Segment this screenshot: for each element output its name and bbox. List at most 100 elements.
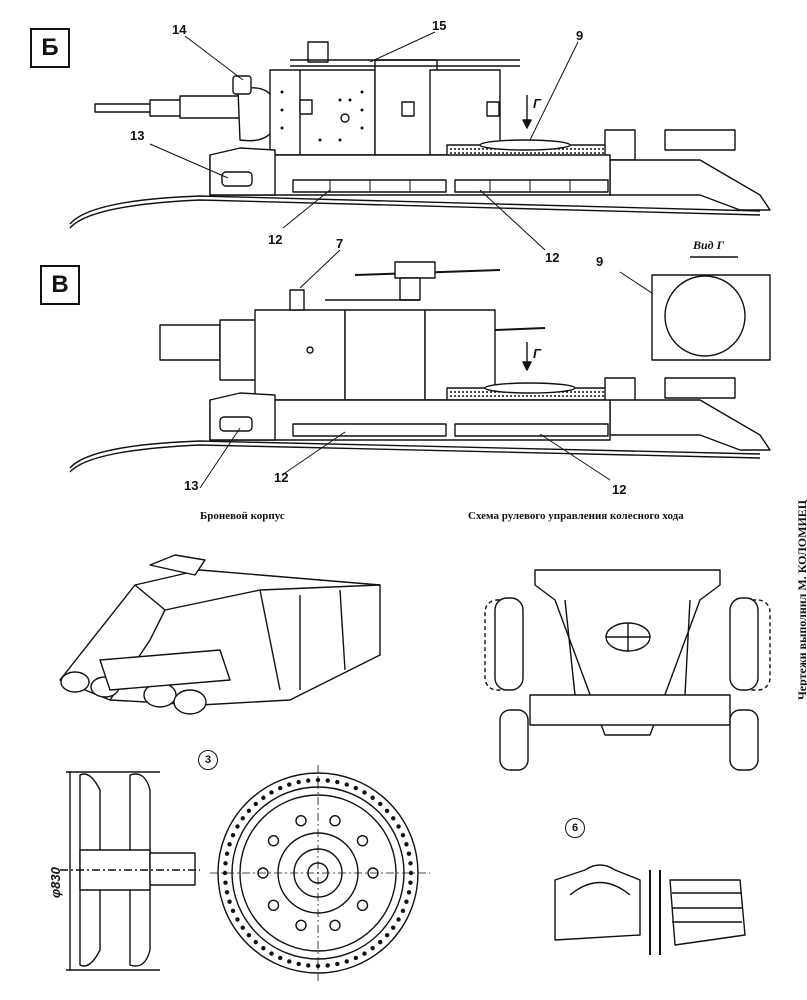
rim-hole [335, 779, 340, 785]
rim-hole [246, 808, 252, 813]
callout-9-mid: 9 [596, 254, 604, 269]
hub-bolt [329, 919, 341, 932]
rim-hole [370, 795, 375, 800]
rim-hole [384, 808, 390, 813]
track-links-drawing [554, 864, 746, 955]
callout-7: 7 [336, 236, 344, 251]
callout-12-mid-left: 12 [274, 470, 289, 485]
callout-12-mid-right: 12 [612, 482, 627, 497]
arrow-label-g-top: Г [533, 96, 541, 111]
drawing-credit: Чертежи выполнил М. КОЛОМИЕЦ [795, 499, 807, 700]
rim-hole [253, 801, 258, 807]
rim-hole [362, 951, 367, 956]
rim-hole [230, 908, 236, 914]
rim-hole [261, 946, 266, 951]
caption-armored-hull: Броневой корпус [200, 510, 285, 522]
rim-hole [235, 917, 240, 922]
rim-hole [406, 851, 412, 856]
hub-bolt [295, 919, 307, 932]
rim-hole [269, 951, 274, 956]
hull-side-view-b [69, 41, 771, 229]
hull-isometric-drawing [59, 554, 381, 715]
rim-hole [378, 801, 383, 807]
rim-hole [269, 790, 274, 795]
rim-hole [246, 933, 252, 938]
rim-hole [391, 816, 396, 821]
rim-hole [287, 959, 292, 964]
hub-bolt [329, 814, 341, 827]
rim-hole [315, 777, 321, 783]
rim-hole [370, 946, 375, 951]
rim-hole [277, 785, 283, 791]
rim-hole [404, 899, 409, 904]
rim-hole [378, 939, 383, 945]
rim-hole [315, 963, 321, 969]
rim-hole [400, 908, 406, 914]
rim-hole [224, 890, 230, 895]
rim-hole [261, 795, 266, 800]
rim-hole [253, 939, 258, 945]
rim-hole [306, 778, 311, 783]
rim-hole [223, 880, 228, 885]
rim-hole [325, 963, 330, 968]
view-letter-v: В [40, 265, 80, 305]
wheel-rim-holes [222, 777, 414, 969]
rim-hole [408, 870, 414, 876]
rim-hole [344, 782, 349, 787]
rim-hole [391, 925, 396, 930]
callout-13-top: 13 [130, 128, 145, 143]
callout-9-top: 9 [576, 28, 584, 43]
wheel-hub-bolts [257, 814, 379, 932]
rim-hole [396, 917, 401, 922]
rim-hole [353, 955, 359, 961]
rim-hole [335, 961, 340, 967]
rim-hole [362, 790, 367, 795]
rim-hole [296, 779, 301, 785]
rim-hole [240, 816, 245, 821]
view-g-panel [651, 256, 771, 361]
steering-scheme-drawing [484, 569, 771, 771]
hub-bolt [267, 899, 280, 912]
rim-hole [235, 824, 240, 829]
rim-hole [406, 890, 412, 895]
leader-lines-b [149, 31, 579, 251]
callout-15: 15 [432, 18, 447, 33]
rim-hole [230, 832, 236, 838]
dimension-diameter: φ830 [48, 867, 63, 898]
rim-hole [296, 961, 301, 967]
view-g-title: Вид Г [693, 238, 724, 252]
rim-hole [408, 861, 413, 866]
callout-13-mid: 13 [184, 478, 199, 493]
hub-bolt [356, 834, 369, 847]
rim-hole [344, 959, 349, 964]
callout-12-top-left: 12 [268, 232, 283, 247]
rim-hole [287, 782, 292, 787]
rim-hole [223, 861, 228, 866]
rim-hole [396, 824, 401, 829]
circled-number-3: 3 [198, 750, 218, 770]
rim-hole [306, 963, 311, 968]
rim-hole [384, 933, 390, 938]
circled-number-6: 6 [565, 818, 585, 838]
rim-hole [325, 778, 330, 783]
rim-hole [353, 785, 359, 791]
rim-hole [227, 899, 232, 904]
hub-bolt [356, 899, 369, 912]
arrow-label-g-mid: Г [533, 346, 541, 361]
wheel-side-section [60, 771, 200, 971]
callout-14: 14 [172, 22, 187, 37]
hull-side-view-v [69, 261, 771, 473]
rim-hole [404, 842, 409, 847]
callout-12-top-right: 12 [545, 250, 560, 265]
caption-steering-scheme: Схема рулевого управления колесного хода [468, 510, 684, 522]
view-letter-b: Б [30, 28, 70, 68]
rim-hole [277, 955, 283, 961]
hub-bolt [295, 814, 307, 827]
rim-hole [408, 880, 413, 885]
wheel-face-drawing [210, 765, 430, 983]
rim-hole [222, 870, 228, 876]
rim-hole [224, 851, 230, 856]
hub-bolt [267, 834, 280, 847]
rim-hole [400, 832, 406, 838]
